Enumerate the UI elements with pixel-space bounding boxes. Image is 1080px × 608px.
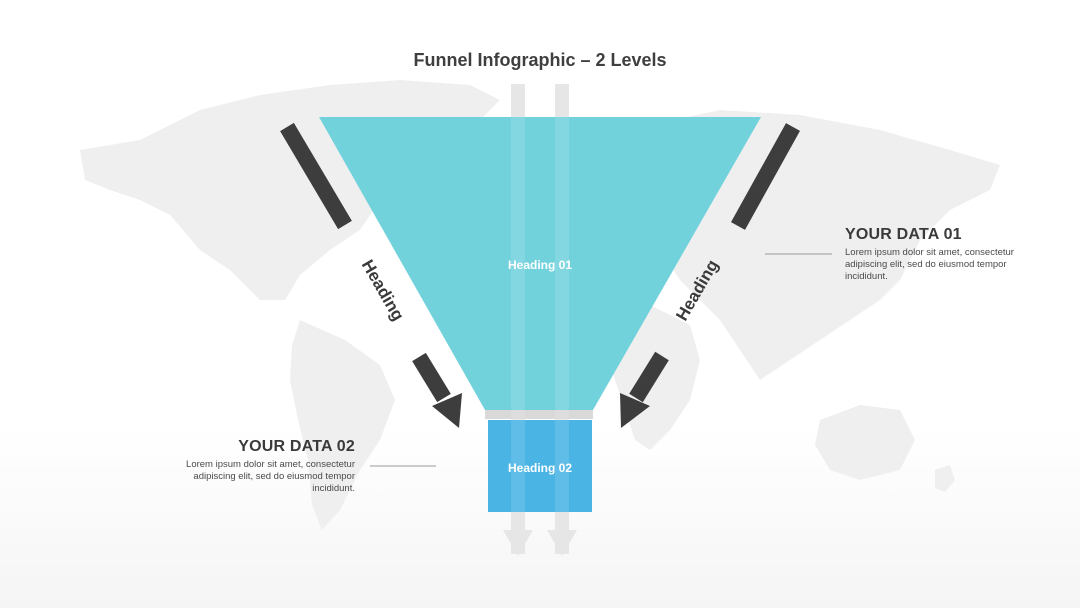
data-block-01: YOUR DATA 01 Lorem ipsum dolor sit amet,…: [845, 226, 1045, 283]
funnel-level-2[interactable]: [488, 420, 592, 512]
data-02-body: Lorem ipsum dolor sit amet, consectetur …: [186, 459, 355, 494]
funnel-level-1-label: Heading 01: [508, 258, 572, 272]
funnel-neck: [485, 410, 593, 419]
flow-stripes-overlay: [511, 117, 569, 512]
funnel-level-2-label: Heading 02: [508, 461, 572, 475]
data-02-heading: YOUR DATA 02: [238, 438, 355, 455]
data-block-02: YOUR DATA 02 Lorem ipsum dolor sit amet,…: [160, 438, 355, 495]
left-side-label: Heading: [358, 256, 408, 324]
page-title: Funnel Infographic – 2 Levels: [413, 50, 667, 70]
data-01-heading: YOUR DATA 01: [845, 226, 962, 243]
left-arrow: [280, 122, 462, 428]
funnel-level-1[interactable]: [319, 117, 761, 410]
right-arrow: [620, 123, 800, 428]
data-01-body: Lorem ipsum dolor sit amet, consectetur …: [845, 247, 1014, 282]
